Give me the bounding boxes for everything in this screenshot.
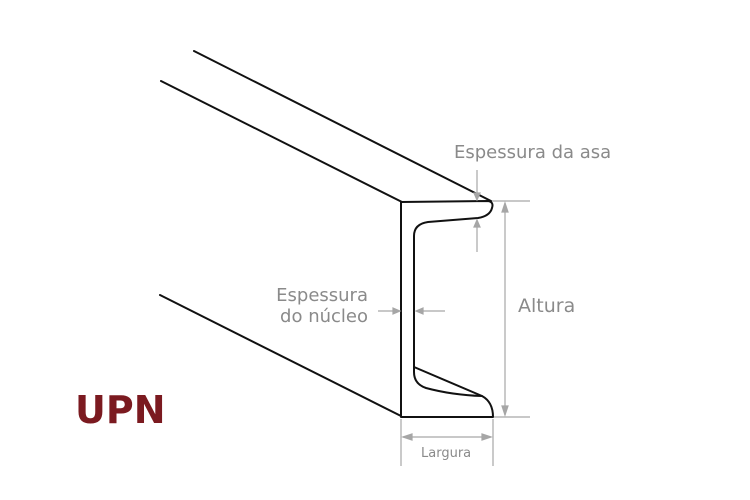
dimension-lines (378, 170, 530, 466)
width-label: Largura (421, 446, 472, 461)
beam-outline (159, 50, 494, 418)
web-thickness-label: Espessura do núcleo (270, 285, 368, 327)
web-thickness-label-line2: do núcleo (280, 305, 368, 327)
bottom-flange-slope (413, 366, 483, 397)
top-flange-back-edge (193, 50, 492, 202)
height-label: Altura (518, 295, 576, 317)
width-arrow-left-icon (401, 433, 413, 441)
top-web-back-edge (160, 80, 403, 203)
flange-thickness-label: Espessura da asa (454, 142, 612, 163)
height-arrow-top-icon (501, 201, 509, 213)
flange-arrow-up-icon (473, 218, 481, 228)
web-arrow-right-icon (392, 307, 402, 315)
web-thickness-label-line1: Espessura (276, 285, 368, 306)
flange-arrow-down-icon (473, 192, 481, 202)
bottom-web-back-edge (159, 294, 402, 417)
height-arrow-bottom-icon (501, 405, 509, 417)
channel-cross-section (400, 200, 494, 418)
width-arrow-right-icon (481, 433, 493, 441)
profile-title: UPN (75, 388, 166, 432)
web-arrow-left-icon (414, 307, 424, 315)
